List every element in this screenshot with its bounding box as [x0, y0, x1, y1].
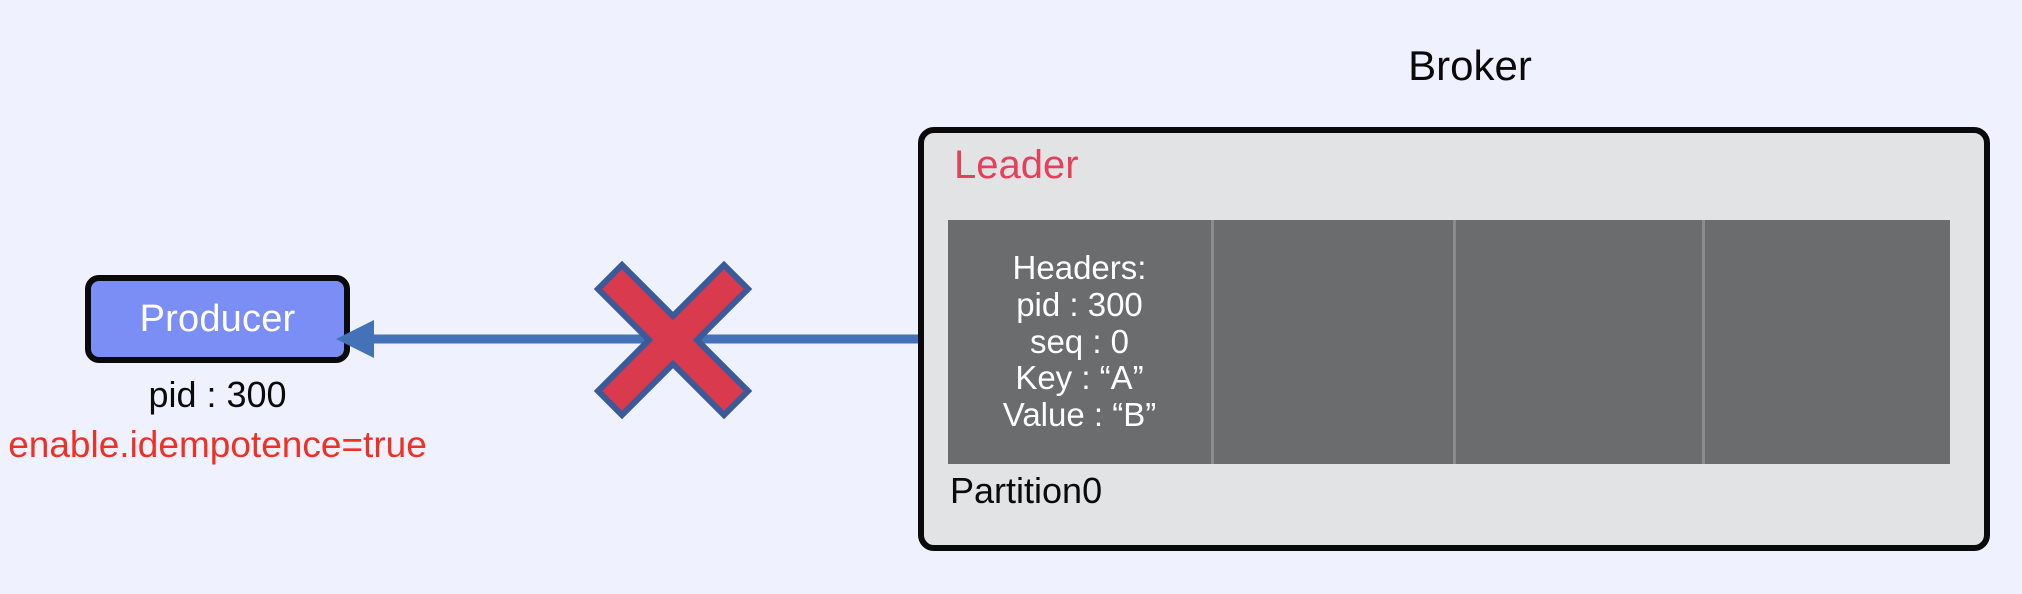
partition-cell-0-record: Headers: pid : 300 seq : 0 Key : “A” Val…	[1002, 248, 1157, 435]
record-seq-line: seq : 0	[1029, 322, 1130, 360]
partition-cell-0[interactable]: Headers: pid : 300 seq : 0 Key : “A” Val…	[948, 220, 1214, 464]
partition-cell-2[interactable]	[1456, 220, 1705, 464]
record-key-line: Key : “A”	[1015, 359, 1144, 397]
leader-label: Leader	[954, 143, 1079, 187]
producer-idempotence-config-label: enable.idempotence=true	[8, 424, 427, 465]
producer-node-label: Producer	[139, 298, 296, 340]
partition-cell-3[interactable]	[1705, 220, 1950, 464]
partition0-log-strip: Headers: pid : 300 seq : 0 Key : “A” Val…	[948, 220, 1950, 464]
record-value-line: Value : “B”	[1002, 396, 1157, 434]
broker-panel[interactable]: Leader Headers: pid : 300 seq : 0 Key : …	[918, 127, 1990, 551]
red-x-blocked-icon	[593, 260, 753, 420]
partition0-label: Partition0	[950, 470, 1103, 511]
producer-node[interactable]: Producer	[85, 275, 350, 363]
producer-pid-label: pid : 300	[148, 374, 287, 415]
record-headers-line: Headers:	[1012, 248, 1147, 286]
broker-title: Broker	[1408, 42, 1532, 89]
record-pid-line: pid : 300	[1016, 285, 1143, 323]
partition-cell-1[interactable]	[1214, 220, 1456, 464]
